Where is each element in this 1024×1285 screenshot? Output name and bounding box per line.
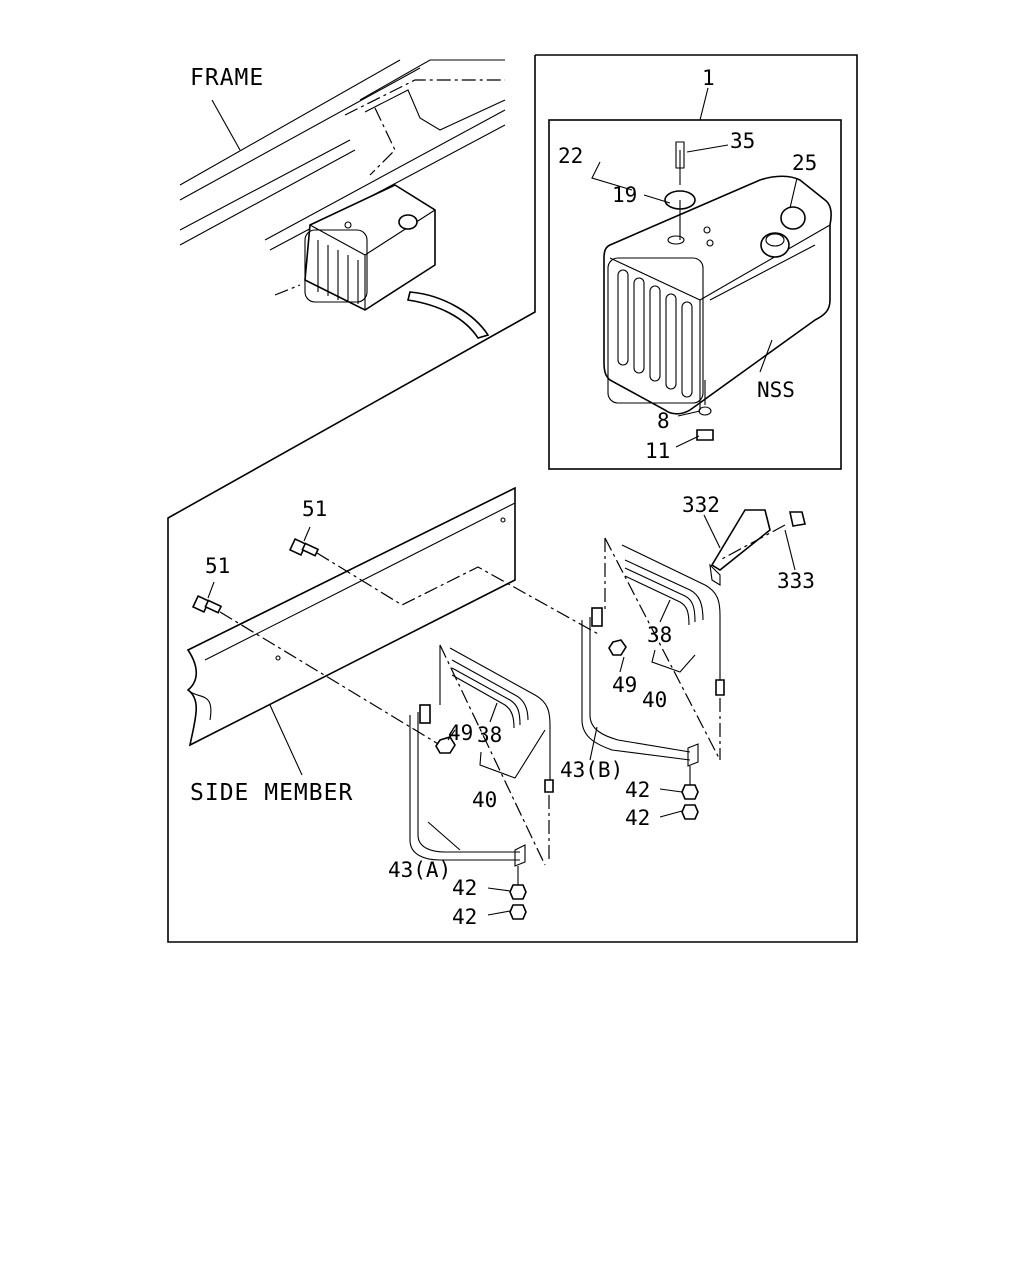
label-part-22: 22 (558, 144, 583, 168)
label-part-51-lower: 51 (205, 554, 230, 578)
label-part-40-right: 40 (642, 688, 667, 712)
label-nss: NSS (757, 378, 795, 402)
label-part-333: 333 (777, 569, 815, 593)
label-part-49-left: 49 (448, 721, 473, 745)
label-part-42-b1: 42 (625, 778, 650, 802)
label-part-49-right: 49 (612, 673, 637, 697)
label-part-8: 8 (657, 409, 670, 433)
label-part-40-left: 40 (472, 788, 497, 812)
label-part-1: 1 (702, 66, 715, 90)
label-part-11: 11 (645, 439, 670, 463)
label-frame: FRAME (190, 65, 264, 91)
label-part-19: 19 (612, 183, 637, 207)
label-part-51-upper: 51 (302, 497, 327, 521)
side-member-assembly (186, 486, 806, 920)
label-part-42-a2: 42 (452, 905, 477, 929)
label-side-member: SIDE MEMBER (190, 780, 353, 806)
labels: FRAME SIDE MEMBER NSS 1 35 22 19 25 8 11… (190, 65, 817, 929)
label-part-35: 35 (730, 129, 755, 153)
label-part-43a: 43(A) (388, 858, 451, 882)
bolt-51-lower (191, 594, 223, 614)
label-part-43b: 43(B) (560, 758, 623, 782)
frame-overview (179, 59, 506, 339)
label-part-25: 25 (792, 151, 817, 175)
strap-43a (409, 644, 554, 920)
label-part-332: 332 (682, 493, 720, 517)
panel-outline (167, 54, 858, 943)
label-part-42-b2: 42 (625, 806, 650, 830)
label-part-38-right: 38 (647, 623, 672, 647)
label-part-38-left: 38 (477, 723, 502, 747)
tank-detail-box (548, 87, 842, 470)
strap-43b (581, 509, 806, 820)
bolt-51-upper (288, 537, 320, 557)
label-part-42-a1: 42 (452, 876, 477, 900)
